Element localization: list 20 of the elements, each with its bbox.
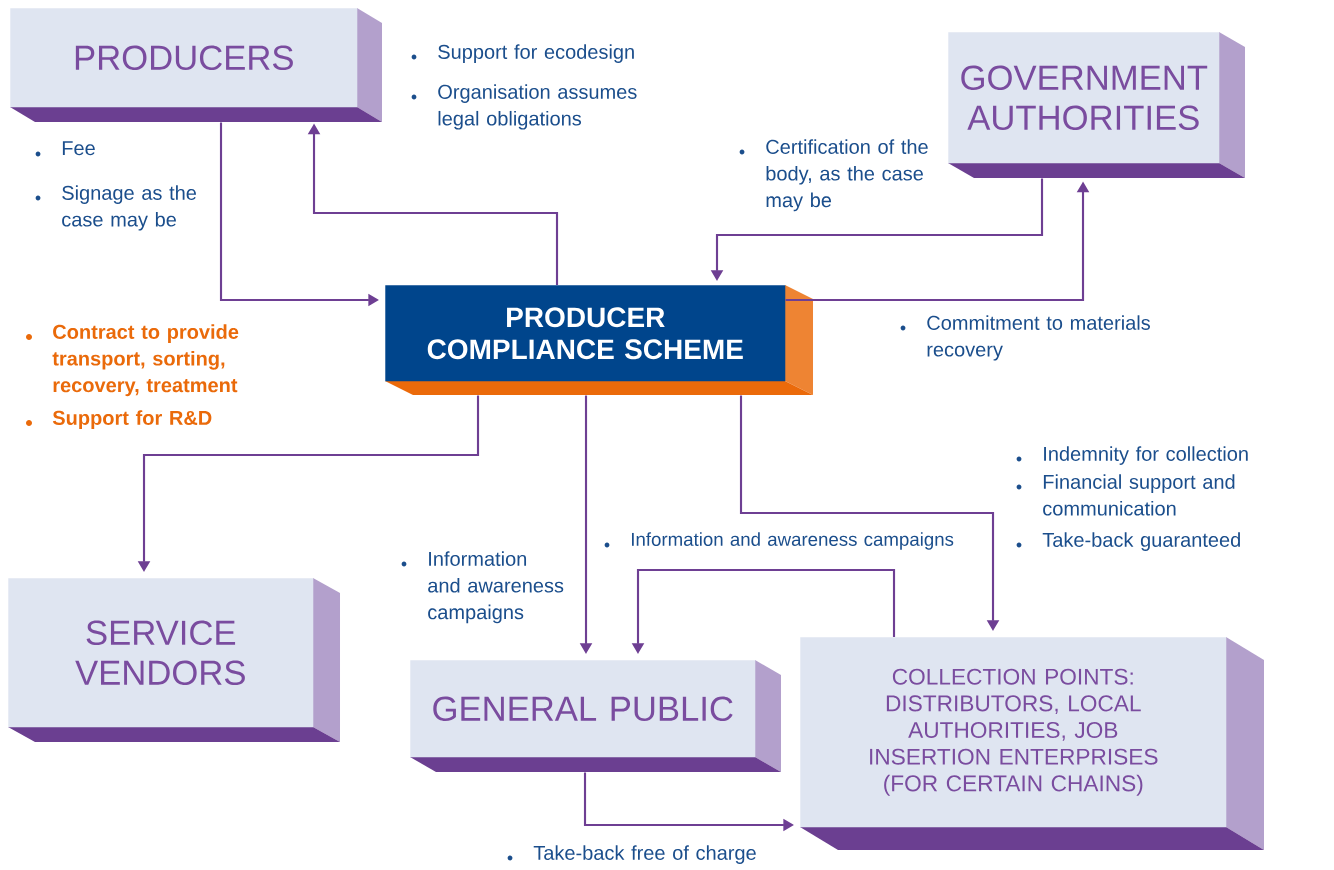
bullet-item: Indemnity for collection [1016,446,1248,465]
block-box: GENERAL PUBLIC [410,660,781,772]
block-box: GOVERNMENT AUTHORITIES [948,32,1245,178]
bullet-item: Support for R&D [26,410,212,429]
bullet-item: Information and awareness campaigns [604,532,954,550]
bullet-item: Certification of the body, as the case may be [739,139,928,212]
bullet-item: Take-back free of charge [507,845,756,864]
block-box: COLLECTION POINTS: DISTRIBUTORS, LOCAL AUTHORITIES, JOB INSERTION ENTERPRISES (FOR CERTAIN CHAINS) [800,637,1264,850]
bullet-item: Signage as the case may be [35,185,196,231]
bullet-item: Information and awareness campaigns [401,551,564,624]
bullet-item: Support for ecodesign [411,44,634,63]
block-box: PRODUCERS [10,8,382,122]
bullet-item: Fee [35,141,95,157]
bullet-item: Take-back guaranteed [1016,532,1240,551]
block-box: PRODUCER COMPLIANCE SCHEME [385,285,813,395]
bullet-item: Financial support and communication [1016,474,1235,516]
block-box: SERVICE VENDORS [8,578,340,742]
bullet-item: Commitment to materials recovery [900,315,1150,361]
bullet-item: Organisation assumes legal obligations [411,84,637,130]
bullet-item: Contract to provide transport, sorting, recovery, treatment [26,324,239,397]
